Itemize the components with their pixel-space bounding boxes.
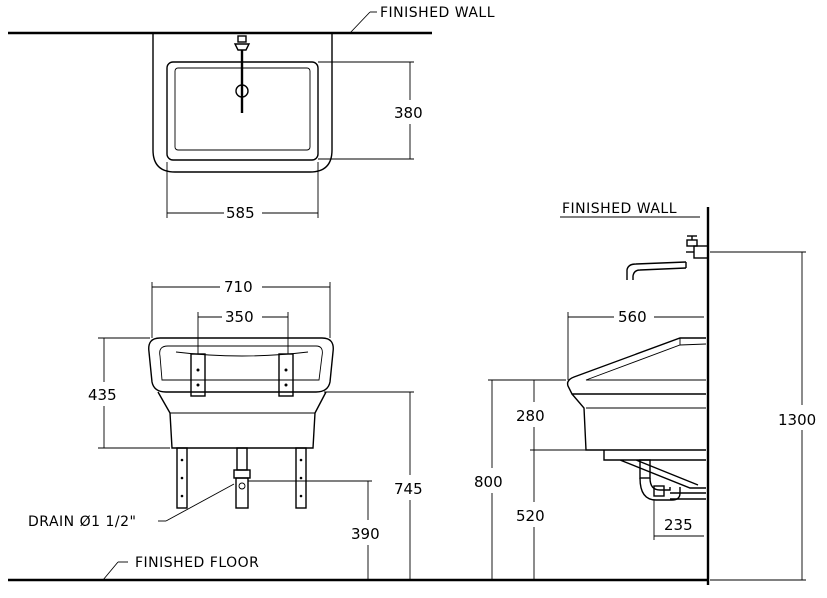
dim-faucet-height: 1300 xyxy=(778,411,816,429)
top-faucet-icon xyxy=(233,35,251,113)
dim-side-depth: 560 xyxy=(618,308,647,326)
dim-front-bowl-height: 435 xyxy=(88,386,117,404)
top-view: FINISHED WALL 380 585 xyxy=(8,5,495,222)
drain-label: DRAIN Ø1 1/2" xyxy=(28,514,136,530)
dim-side-bowl-depth: 280 xyxy=(516,407,545,425)
front-leg-right xyxy=(295,447,307,509)
dim-side-rim-height: 800 xyxy=(474,473,503,491)
dim-top-width: 585 xyxy=(226,204,255,222)
front-drain-pipe xyxy=(233,447,251,509)
side-basin-body xyxy=(571,393,706,451)
front-basin-body xyxy=(157,391,327,449)
floor-label: FINISHED FLOOR xyxy=(135,555,259,571)
dim-trap-offset: 235 xyxy=(664,516,693,534)
dim-drain-height: 390 xyxy=(351,525,380,543)
side-wall-label: FINISHED WALL xyxy=(562,201,677,217)
side-view: FINISHED WALL 560 xyxy=(474,201,816,585)
front-leg-left xyxy=(176,447,188,509)
front-bracket-left xyxy=(190,353,206,397)
side-trap-icon xyxy=(639,459,706,501)
front-bracket-right xyxy=(278,353,294,397)
top-wall-leader xyxy=(349,11,371,34)
top-wall-label: FINISHED WALL xyxy=(380,5,495,21)
side-faucet-icon xyxy=(626,235,709,280)
dim-bracket-spacing: 350 xyxy=(225,308,254,326)
front-basin-rim xyxy=(148,337,334,393)
front-view: 710 350 xyxy=(8,278,708,582)
dim-front-rim-height: 745 xyxy=(394,480,423,498)
dim-front-width: 710 xyxy=(224,278,253,296)
side-basin-rim xyxy=(566,337,706,395)
dim-top-depth: 380 xyxy=(394,104,423,122)
dim-side-bottom-height: 520 xyxy=(516,507,545,525)
side-bracket xyxy=(603,450,706,489)
